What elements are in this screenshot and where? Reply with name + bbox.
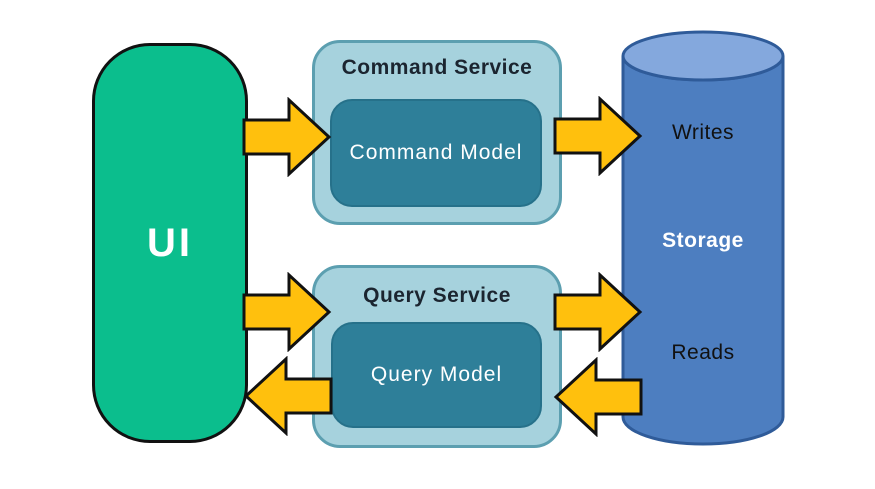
storage-label: Storage xyxy=(662,229,744,252)
arrow-ui-to-query-icon xyxy=(242,272,332,352)
command-model-label: Command Model xyxy=(349,141,523,164)
command-service-title: Command Service xyxy=(341,56,533,79)
storage-reads-label: Reads xyxy=(671,341,735,364)
command-model-box: Command Model xyxy=(330,99,542,207)
arrow-storage-to-query-icon xyxy=(553,357,643,437)
ui-box: UI xyxy=(92,43,248,443)
query-model-label: Query Model xyxy=(370,363,503,386)
storage-writes-label: Writes xyxy=(671,121,735,144)
query-service-title: Query Service xyxy=(363,284,511,307)
arrow-query-to-ui-icon xyxy=(243,356,333,436)
arrow-ui-to-command-icon xyxy=(242,97,332,177)
storage-cylinder-icon xyxy=(621,30,785,446)
ui-label: UI xyxy=(147,220,193,265)
arrow-command-to-storage-icon xyxy=(553,96,643,176)
query-model-box: Query Model xyxy=(331,322,542,428)
arrow-query-to-storage-icon xyxy=(553,272,643,352)
command-service-box: Command Service Command Model xyxy=(312,40,562,225)
query-service-box: Query Service Query Model xyxy=(312,265,562,448)
